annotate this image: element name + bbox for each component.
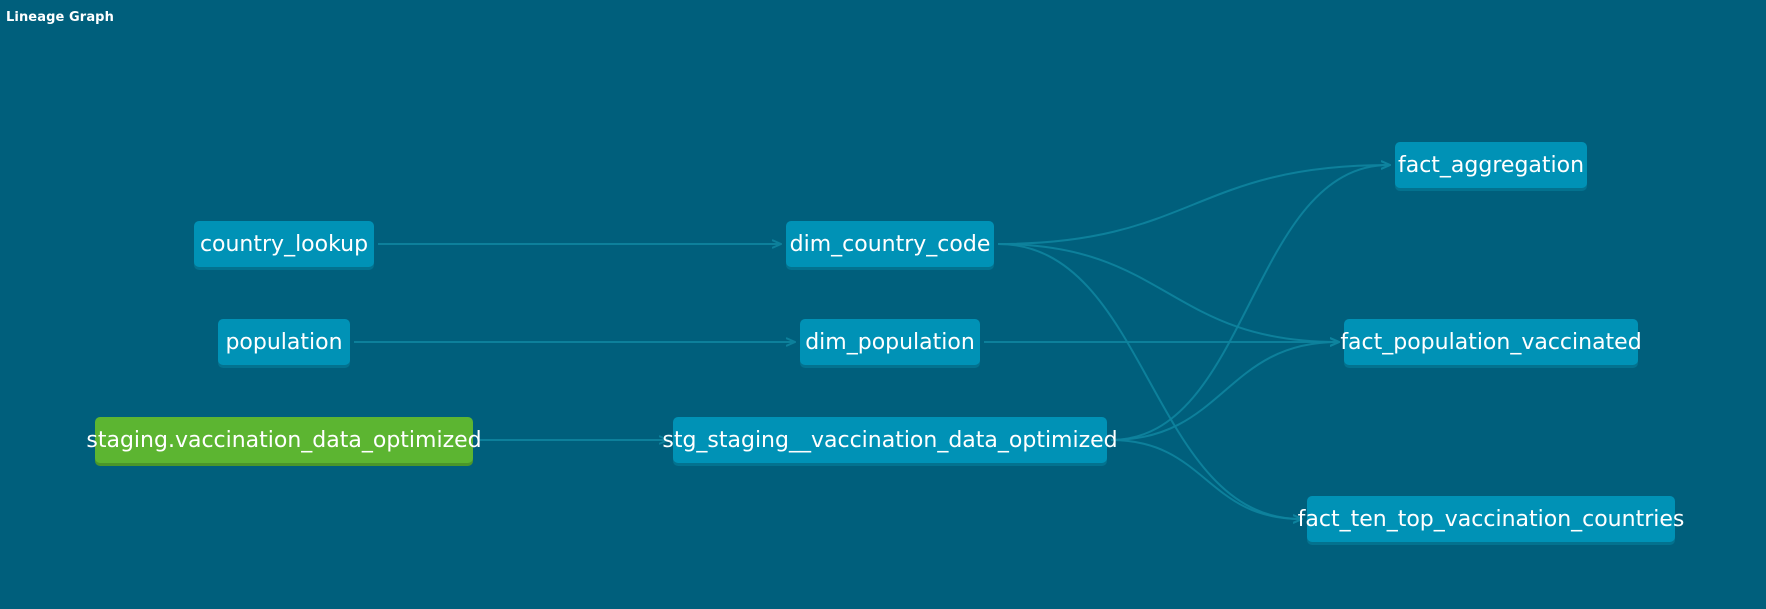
node-dim-population[interactable]: dim_population xyxy=(800,319,980,365)
edge-dim_country_code-to-fact_aggregation xyxy=(997,165,1389,245)
edge-stg_staging_vaccination_data_optimized-to-fact_aggregation xyxy=(1110,165,1389,441)
node-fact-population-vaccinated[interactable]: fact_population_vaccinated xyxy=(1340,319,1642,365)
node-dim-country-code[interactable]: dim_country_code xyxy=(786,221,994,267)
node-fact-ten-top-vaccination-countries[interactable]: fact_ten_top_vaccination_countries xyxy=(1298,496,1684,542)
node-country-lookup[interactable]: country_lookup xyxy=(194,221,374,267)
edge-dim_country_code-to-fact_ten_top_vaccination_countries xyxy=(997,243,1301,519)
graph-title: Lineage Graph xyxy=(6,10,114,25)
node-fact-aggregation[interactable]: fact_aggregation xyxy=(1395,142,1587,188)
edge-stg_staging_vaccination_data_optimized-to-fact_ten_top_vaccination_countries xyxy=(1110,439,1301,519)
node-staging-vaccination-data-optimized[interactable]: staging.vaccination_data_optimized xyxy=(86,417,482,463)
node-population[interactable]: population xyxy=(218,319,350,365)
edge-stg_staging_vaccination_data_optimized-to-fact_population_vaccinated xyxy=(1110,342,1338,441)
node-stg-staging-vaccination-data-optimized[interactable]: stg_staging__vaccination_data_optimized xyxy=(662,417,1118,463)
edge-dim_country_code-to-fact_population_vaccinated xyxy=(997,243,1338,342)
